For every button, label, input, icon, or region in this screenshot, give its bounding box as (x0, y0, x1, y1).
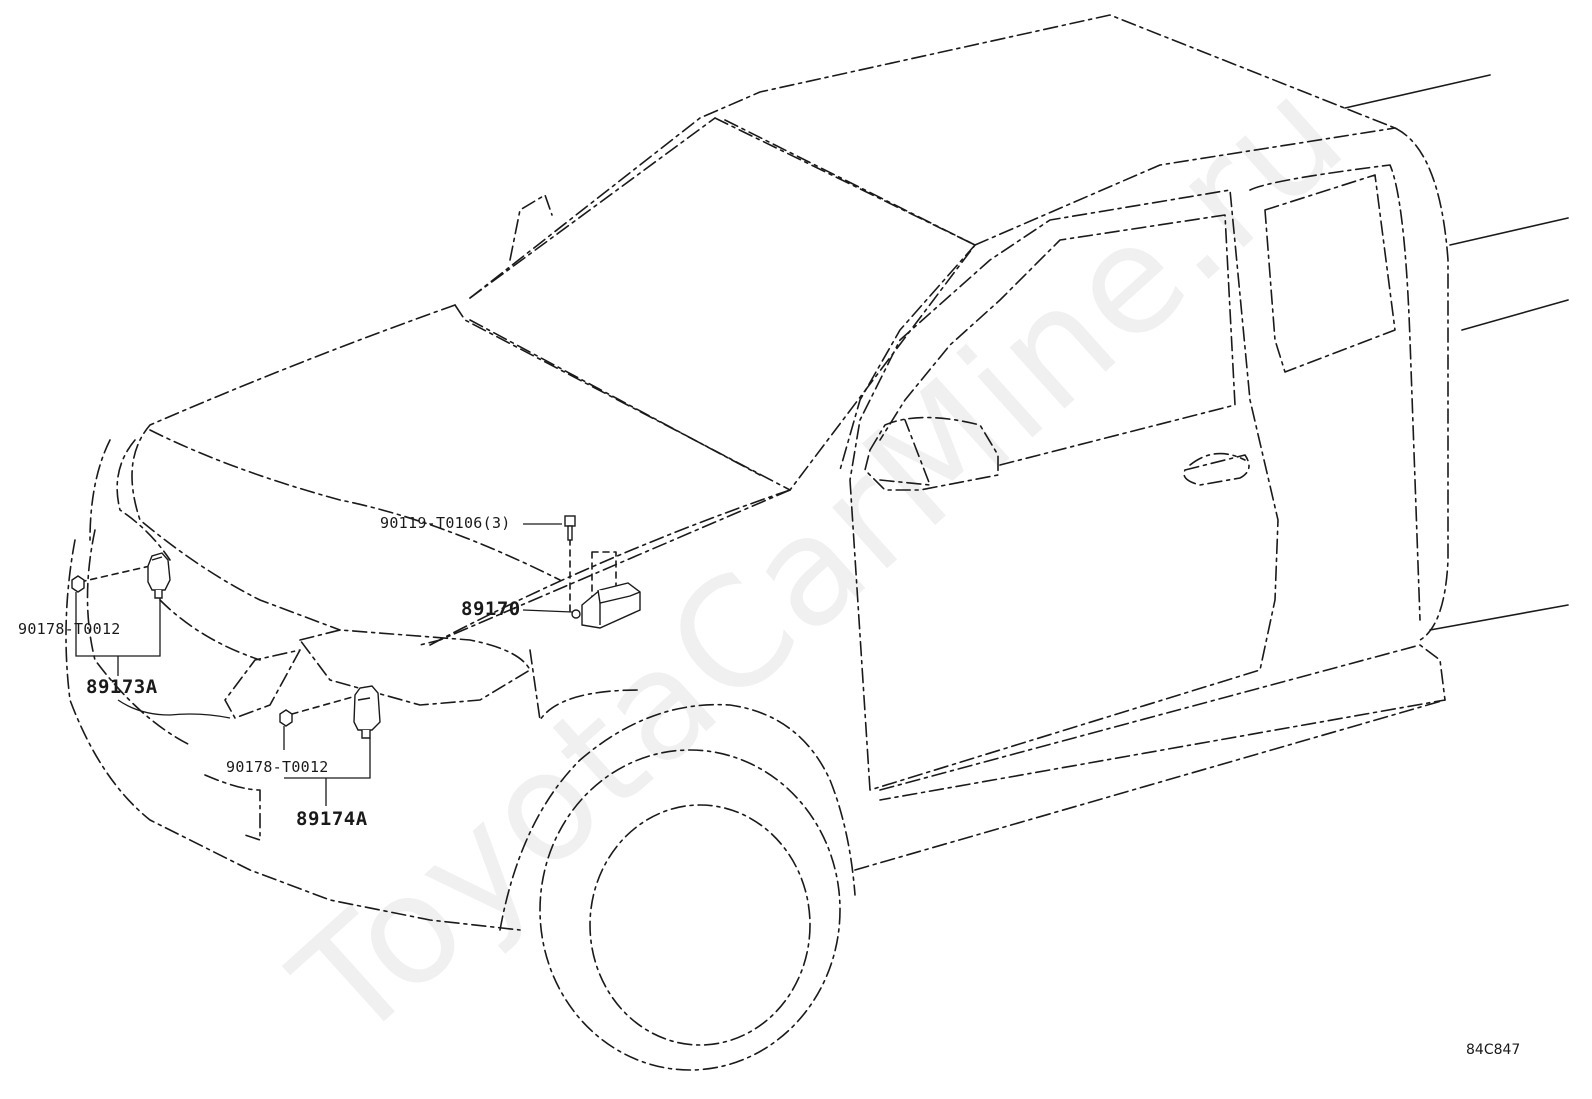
bumper-lower-left (86, 529, 191, 746)
front-bumper (65, 539, 521, 931)
bolt-90119 (564, 515, 576, 541)
label-bolt-90119: 90119-T0106(3) (380, 514, 511, 532)
front-window (879, 214, 1236, 466)
bed-line-2 (1461, 299, 1569, 331)
hood-outline (131, 304, 456, 631)
leader-89173A-body (117, 699, 231, 719)
left-nut-90178 (71, 575, 85, 593)
windshield-top (469, 117, 716, 299)
side-mirror-inner (879, 419, 931, 486)
windshield-bottom (454, 304, 791, 491)
grille (224, 649, 301, 719)
label-nut-left: 90178-T0012 (18, 620, 121, 638)
mirror-arm (509, 194, 553, 261)
right-sensor-89174A (353, 685, 381, 739)
door-handle-recess (1189, 452, 1246, 466)
leader-89170 (522, 609, 573, 613)
center-sensor-dash-box (591, 551, 617, 601)
wiper-cowl (469, 319, 761, 476)
a-pillar (839, 244, 976, 471)
label-nut-right: 90178-T0012 (226, 758, 329, 776)
left-sensor-89173A (147, 552, 171, 599)
side-mirror (864, 416, 999, 491)
rear-window (1264, 174, 1396, 373)
fender-edge (529, 649, 641, 721)
roof-outline (469, 14, 1396, 299)
rear-door-outline (1249, 164, 1421, 621)
label-sensor-89174A: 89174A (296, 808, 368, 830)
leader-right-bracket (284, 738, 371, 779)
roof-rear-edge (724, 119, 976, 246)
front-door-outline (849, 189, 1279, 791)
right-nut-90178 (279, 709, 293, 727)
bumper-lip (204, 774, 261, 841)
tire-inner (589, 804, 811, 1046)
cab-back (1394, 127, 1449, 641)
windshield-right (714, 117, 976, 491)
grille-left (159, 599, 261, 661)
rocker-panel (879, 644, 1446, 801)
label-sensor-89173A: 89173A (86, 676, 158, 698)
center-sensor-89170 (571, 582, 641, 629)
rocker-lower (854, 699, 1446, 871)
label-sensor-89170: 89170 (461, 598, 521, 620)
left-sensor-dash (79, 565, 151, 583)
bed-line-3 (1429, 604, 1569, 631)
hood-front (149, 429, 561, 581)
wheel-arch (499, 703, 856, 931)
diagram-code: 84C847 (1466, 1042, 1521, 1058)
hood-side-line (429, 489, 791, 646)
headlamp-right (299, 629, 531, 706)
right-sensor-dash (291, 695, 357, 715)
tire-outer (539, 749, 841, 1071)
bed-line-1 (1449, 217, 1569, 246)
door-handle (1183, 454, 1250, 486)
hood-crease (116, 439, 171, 561)
bed-rail (1344, 74, 1491, 109)
left-fender-front (89, 439, 111, 541)
roof-side (974, 127, 1396, 246)
